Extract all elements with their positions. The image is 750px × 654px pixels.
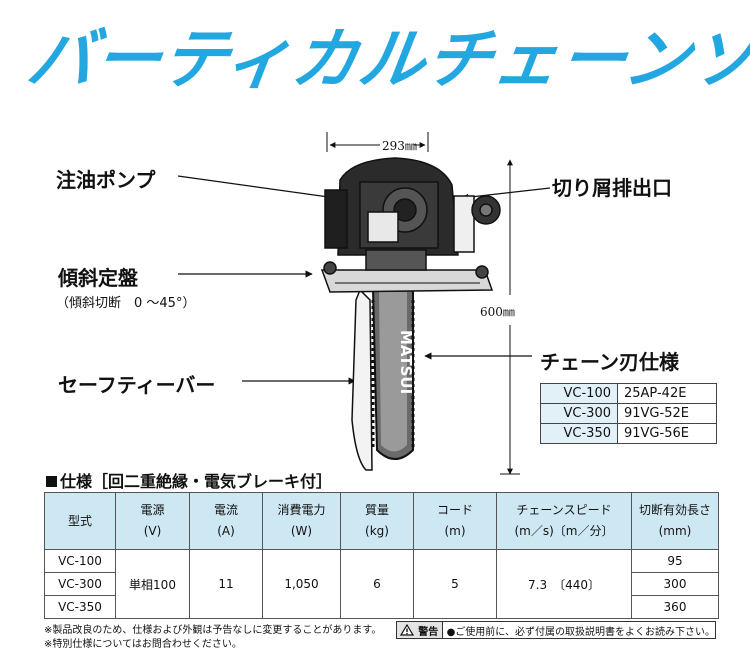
spec-title-text: 仕様［回二重絶縁・電気ブレーキ付］ (60, 472, 333, 491)
tilt-base-label: 傾斜定盤 (58, 266, 138, 290)
chain-type-cell: 25AP-42E (617, 383, 717, 404)
table-row: VC-350 91VG-56E (540, 423, 717, 444)
header-consumption: 消費電力(W) (262, 492, 341, 550)
table-row: VC-350 360 (44, 595, 719, 619)
spec-section-title: 仕様［回二重絶縁・電気ブレーキ付］ (46, 468, 332, 492)
current-cell: 11 (189, 549, 263, 619)
tilt-base (320, 261, 494, 293)
safety-bar (351, 288, 373, 471)
cord-cell: 5 (413, 549, 497, 619)
chain-spec-table: VC-100 25AP-42E VC-300 91VG-52E VC-350 9… (540, 383, 717, 444)
note-line-1: ※製品改良のため、仕様および外観は予告なしに変更することがあります。 (44, 625, 382, 636)
header-current: 電流(A) (189, 492, 263, 550)
guide-bar (371, 287, 415, 460)
table-row: VC-300 91VG-52E (540, 403, 717, 424)
speed-cell: 7.3 〔440〕 (496, 549, 632, 619)
model-cell: VC-100 (44, 549, 116, 573)
warning-triangle-icon (400, 624, 415, 636)
chain-type-cell: 91VG-56E (617, 423, 717, 444)
bar-brand-text: MATSUI (397, 330, 415, 394)
power-cell: 単相100 (115, 549, 190, 619)
chip-outlet-label: 切り屑排出口 (552, 176, 672, 200)
chip-outlet (471, 195, 501, 225)
dimension-lines (326, 132, 520, 475)
header-cut-length: 切断有効長さ(mm) (631, 492, 719, 550)
consumption-cell: 1,050 (262, 549, 341, 619)
header-mass: 質量(kg) (340, 492, 414, 550)
cut-length-cell: 360 (631, 595, 719, 619)
header-chain-speed: チェーンスピード(m／s)〔m／分〕 (496, 492, 632, 550)
chain-type-cell: 91VG-52E (617, 403, 717, 424)
model-cell: VC-300 (44, 572, 116, 596)
warning-label-box: 警告 (397, 622, 443, 638)
warning-label: 警告 (418, 626, 439, 638)
leader-lines (177, 175, 551, 385)
tilt-base-note: （傾斜切断 0 ～45°） (56, 296, 196, 311)
table-row: VC-100 25AP-42E (540, 383, 717, 404)
table-row: VC-300 300 (44, 572, 719, 596)
chain-model-cell: VC-350 (540, 423, 618, 444)
note-line-2: ※特別仕様についてはお問合わせください。 (44, 639, 242, 650)
table-header-row: 型式 電源(V) 電流(A) 消費電力(W) 質量(kg) コード(m) チェー… (44, 492, 719, 550)
warning-text: ●ご使用前に、必ず付属の取扱説明書をよくお読み下さい。 (446, 626, 715, 638)
mass-cell: 6 (340, 549, 414, 619)
motor-housing (324, 157, 475, 271)
warning-box: 警告 ●ご使用前に、必ず付属の取扱説明書をよくお読み下さい。 (396, 621, 716, 639)
chain-model-cell: VC-100 (540, 383, 618, 404)
header-model: 型式 (44, 492, 116, 550)
header-cord: コード(m) (413, 492, 497, 550)
width-dimension: 293㎜ (382, 139, 417, 153)
safety-bar-label: セーフティーバー (58, 373, 216, 397)
spec-table: 型式 電源(V) 電流(A) 消費電力(W) 質量(kg) コード(m) チェー… (44, 492, 719, 619)
chain-spec-title: チェーン刃仕様 (540, 350, 679, 374)
table-row: VC-100 単相100 11 1,050 6 5 7.3 〔440〕 95 (44, 549, 719, 619)
cut-length-cell: 300 (631, 572, 719, 596)
height-dimension: 600㎜ (480, 305, 515, 319)
header-power: 電源(V) (115, 492, 190, 550)
oil-pump-label: 注油ポンプ (56, 168, 156, 192)
square-bullet-icon (46, 476, 57, 487)
chain-model-cell: VC-300 (540, 403, 618, 424)
cut-length-cell: 95 (631, 549, 719, 573)
model-cell: VC-350 (44, 595, 116, 619)
